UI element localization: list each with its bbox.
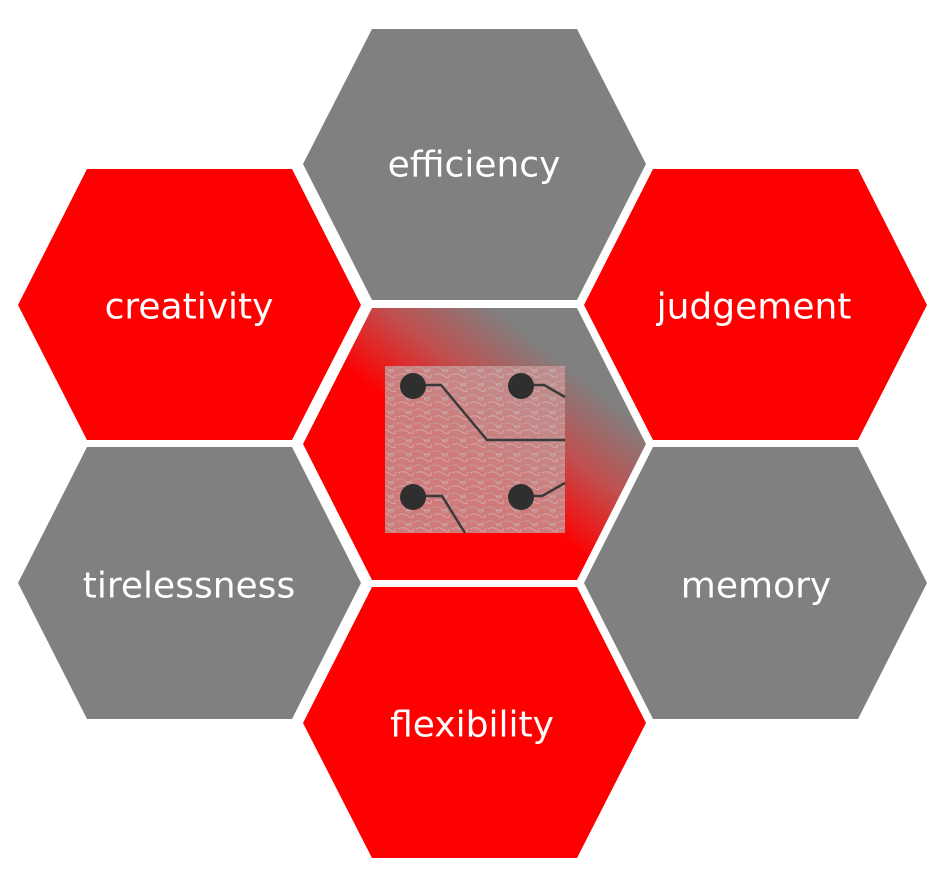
hexagon-center xyxy=(303,308,646,580)
circuit-on-cells-icon xyxy=(385,366,566,534)
hexagon-lower-right-label: memory xyxy=(681,566,831,607)
hexagon-top: efficiency xyxy=(303,29,646,300)
hexagon-lower-left-shape xyxy=(18,447,361,719)
hexagon-upper-right: judgement xyxy=(584,169,927,440)
hexagon-lower-right: memory xyxy=(584,447,927,719)
hexagon-lower-left-label: tirelessness xyxy=(83,566,295,607)
hexagon-upper-left: creativity xyxy=(18,169,361,440)
hexagon-lower-right-shape xyxy=(584,447,927,719)
hexagon-top-label: efficiency xyxy=(388,145,561,186)
hexagon-top-shape xyxy=(303,29,646,300)
hexagon-bottom-label: flexibility xyxy=(390,705,554,746)
hexagon-lower-left: tirelessness xyxy=(18,447,361,719)
hexagon-upper-right-label: judgement xyxy=(656,287,852,328)
hexagon-upper-left-label: creativity xyxy=(105,287,274,328)
hexagon-bottom: flexibility xyxy=(303,587,646,858)
hexagon-upper-right-shape xyxy=(584,169,927,440)
hexagon-bottom-shape xyxy=(303,587,646,858)
hexagon-upper-left-shape xyxy=(18,169,361,440)
